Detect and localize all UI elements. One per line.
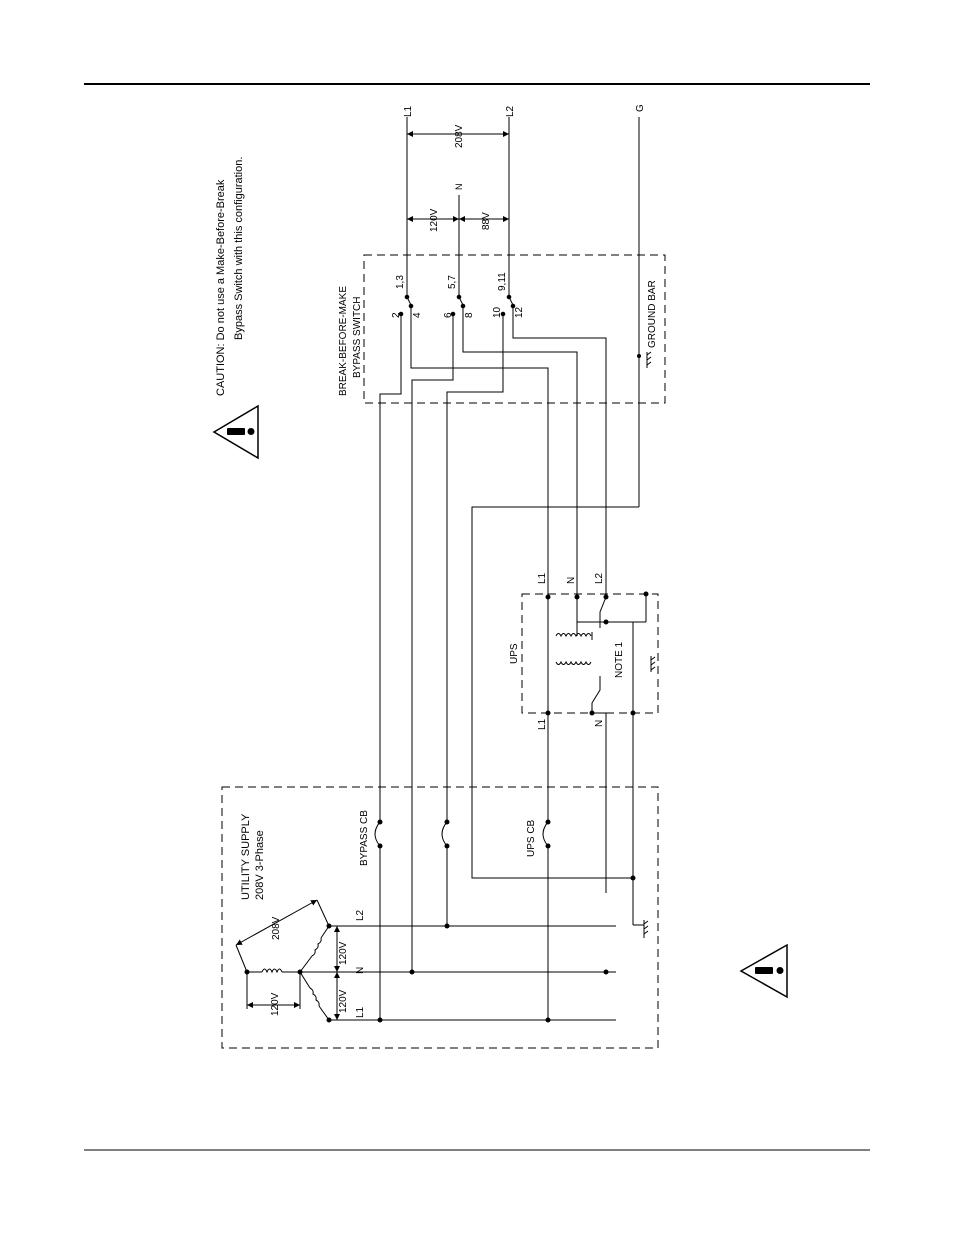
source-N: N [454,184,464,191]
caution-icon-bottom [741,945,787,997]
terminal-10: 10 [492,306,503,318]
utility-208v: 208V [271,916,282,940]
ups-label: UPS [509,643,520,664]
terminal-8: 8 [464,312,475,318]
caution-line1: CAUTION: Do not use a Make-Before-Break [215,179,227,396]
utility-ground-icon [633,920,648,938]
ups-out-L2: L2 [594,572,605,584]
ground-bar-node [637,354,641,358]
switch-title-1: BREAK-BEFORE-MAKE [338,286,349,396]
source-88v: 88V [481,212,492,230]
source-208v: 208V [454,124,465,148]
ups-input-wiring [548,713,633,925]
terminal-5-7: 5,7 [447,275,458,289]
ups-cb-symbol [543,820,550,1020]
ups-note: NOTE 1 [614,641,625,678]
utility-box [222,787,658,1048]
terminal-9-11: 9,11 [497,272,508,291]
source-120v: 120V [429,208,440,232]
ground-bar-label: GROUND BAR [647,280,658,348]
utility-120v-b: 120V [338,941,349,965]
terminal-4: 4 [412,312,423,318]
ups-cb-label: UPS CB [526,819,537,857]
utility-120v-c: 120V [338,989,349,1013]
utility-L2: L2 [355,909,366,921]
ups-transformer [546,592,655,715]
ups-out-L1: L1 [537,572,548,584]
caution-line2: Bypass Switch with this configuration. [233,157,245,340]
utility-title-2: 208V 3-Phase [254,830,266,900]
ups-out-N: N [566,577,577,584]
terminal-6: 6 [443,312,454,318]
source-L2: L2 [505,105,516,117]
bypass-cb-label: BYPASS CB [359,810,370,866]
source-G: G [635,104,646,112]
utility-120v-a: 120V [270,992,281,1016]
wye-source [236,900,337,1022]
ups-in-L1: L1 [537,718,548,730]
bypass-switch-box [364,255,665,403]
terminal-12: 12 [514,306,525,318]
utility-title-1: UTILITY SUPPLY [240,813,252,900]
terminal-1-3: 1,3 [395,275,406,289]
utility-L1: L1 [355,1006,366,1018]
switch-title-2: BYPASS SWITCH [352,297,363,379]
utility-N: N [355,967,366,974]
utility-buses [300,876,635,1022]
ground-bar-icon [647,352,651,368]
terminal-2: 2 [391,312,402,318]
switch-output-wiring [380,306,639,970]
caution-icon [214,406,258,458]
source-L1: L1 [403,105,414,117]
ups-in-N: N [594,720,605,727]
ups-box [522,594,658,713]
